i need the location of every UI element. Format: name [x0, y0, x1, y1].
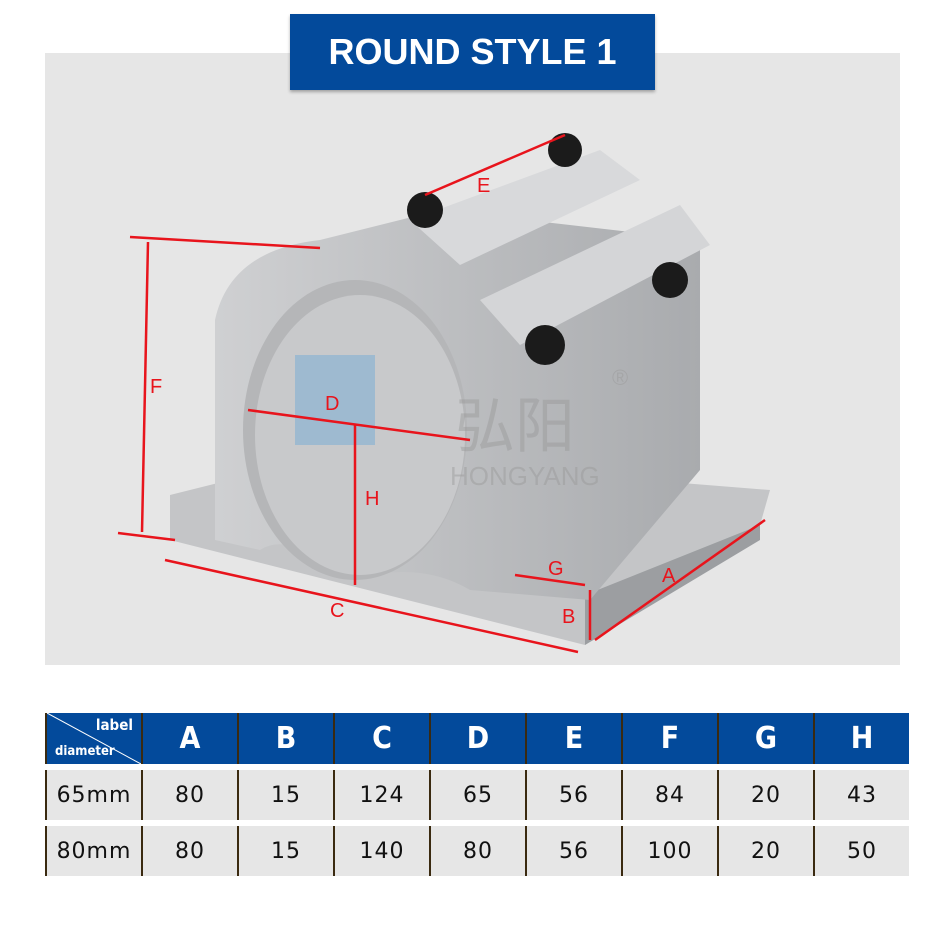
- diameter-cell: 80mm: [45, 826, 141, 876]
- value-cell: 140: [333, 826, 429, 876]
- column-header: G: [717, 713, 813, 764]
- column-header: B: [237, 713, 333, 764]
- svg-text:D: D: [325, 393, 339, 415]
- value-cell: 56: [525, 770, 621, 820]
- table-row: 65mm 80 15 124 65 56 84 20 43: [45, 770, 909, 820]
- value-cell: 43: [813, 770, 909, 820]
- svg-text:A: A: [662, 565, 676, 587]
- watermark-logo: 弘阳 HONGYANG ®: [295, 355, 628, 491]
- product-photo: 弘阳 HONGYANG ® F C D H E G B A: [45, 53, 900, 665]
- column-header: F: [621, 713, 717, 764]
- svg-text:®: ®: [612, 365, 628, 390]
- value-cell: 50: [813, 826, 909, 876]
- spindle-mount-illustration: 弘阳 HONGYANG ® F C D H E G B A: [117, 133, 770, 654]
- column-header: D: [429, 713, 525, 764]
- value-cell: 15: [237, 826, 333, 876]
- svg-text:C: C: [330, 600, 344, 622]
- value-cell: 20: [717, 826, 813, 876]
- value-cell: 80: [429, 826, 525, 876]
- corner-header: label diameter: [45, 713, 141, 764]
- svg-text:B: B: [562, 606, 575, 628]
- dimension-table: label diameter A B C D E F G H 65mm 80 1…: [45, 707, 909, 882]
- svg-text:F: F: [150, 376, 162, 398]
- svg-text:G: G: [548, 558, 564, 580]
- column-header: H: [813, 713, 909, 764]
- value-cell: 65: [429, 770, 525, 820]
- svg-text:HONGYANG: HONGYANG: [450, 461, 600, 491]
- value-cell: 80: [141, 826, 237, 876]
- column-header: A: [141, 713, 237, 764]
- diameter-cell: 65mm: [45, 770, 141, 820]
- value-cell: 56: [525, 826, 621, 876]
- svg-text:E: E: [477, 175, 490, 197]
- value-cell: 84: [621, 770, 717, 820]
- svg-text:H: H: [365, 488, 379, 510]
- value-cell: 15: [237, 770, 333, 820]
- table-row: 80mm 80 15 140 80 56 100 20 50: [45, 826, 909, 876]
- value-cell: 20: [717, 770, 813, 820]
- column-header: E: [525, 713, 621, 764]
- page-title: ROUND STYLE 1: [290, 14, 655, 90]
- value-cell: 100: [621, 826, 717, 876]
- value-cell: 124: [333, 770, 429, 820]
- column-header: C: [333, 713, 429, 764]
- diameter-caption: diameter: [55, 744, 115, 759]
- table-header-row: label diameter A B C D E F G H: [45, 713, 909, 764]
- label-caption: label: [95, 716, 133, 734]
- value-cell: 80: [141, 770, 237, 820]
- svg-text:弘阳: 弘阳: [455, 392, 575, 462]
